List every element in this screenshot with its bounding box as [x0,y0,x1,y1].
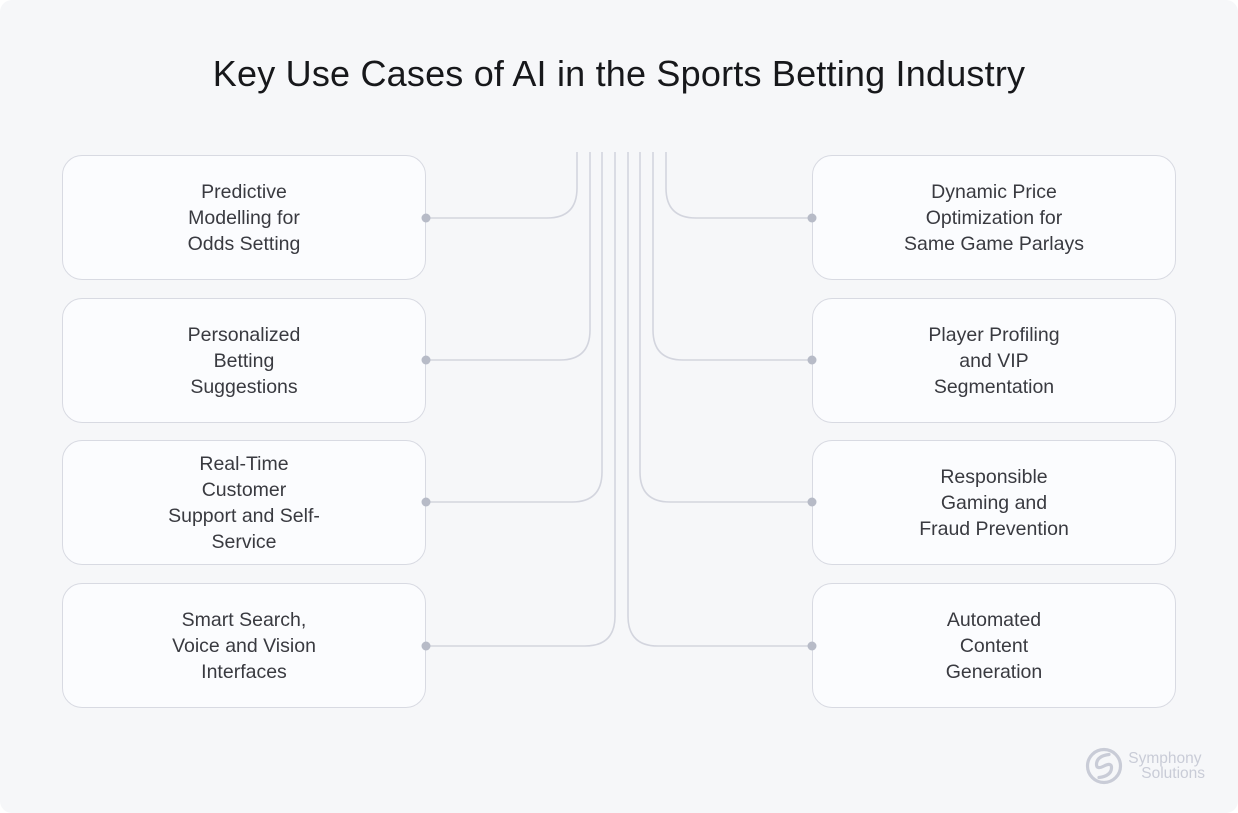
node-label: Automated Content Generation [945,608,1043,683]
symphony-solutions-logo: Symphony Solutions [1085,747,1205,785]
page-title: Key Use Cases of AI in the Sports Bettin… [212,53,1026,94]
node-responsible-gaming: Responsible Gaming and Fraud Prevention [812,440,1176,565]
node-label: Responsible Gaming and Fraud Prevention [919,465,1069,540]
node-realtime-support: Real-Time Customer Support and Self- Ser… [62,440,426,565]
connector-line [426,152,616,647]
connector-line [426,152,578,219]
node-player-profiling: Player Profiling and VIP Segmentation [812,298,1176,423]
node-label: Real-Time Customer Support and Self- Ser… [168,452,320,553]
connector-line [652,152,812,361]
node-predictive-modelling: Predictive Modelling for Odds Setting [62,155,426,280]
node-personalized-betting: Personalized Betting Suggestions [62,298,426,423]
logo-line1: Symphony [1128,749,1202,767]
node-label: Predictive Modelling for Odds Setting [187,180,301,255]
logo-line2: Solutions [1141,765,1205,782]
node-dynamic-price: Dynamic Price Optimization for Same Game… [812,155,1176,280]
connector-line [665,152,812,219]
logo-wordmark: Symphony Solutions [1128,749,1205,782]
connector-line [426,152,603,503]
node-automated-content: Automated Content Generation [812,583,1176,708]
connector-line [639,152,812,503]
node-label: Smart Search, Voice and Vision Interface… [172,608,316,683]
symphony-swirl-icon [1086,747,1123,785]
connector-line [627,152,812,647]
node-label: Dynamic Price Optimization for Same Game… [904,180,1084,255]
connector-line [426,152,591,361]
node-smart-search: Smart Search, Voice and Vision Interface… [62,583,426,708]
node-label: Player Profiling and VIP Segmentation [928,323,1060,398]
node-label: Personalized Betting Suggestions [187,323,301,398]
